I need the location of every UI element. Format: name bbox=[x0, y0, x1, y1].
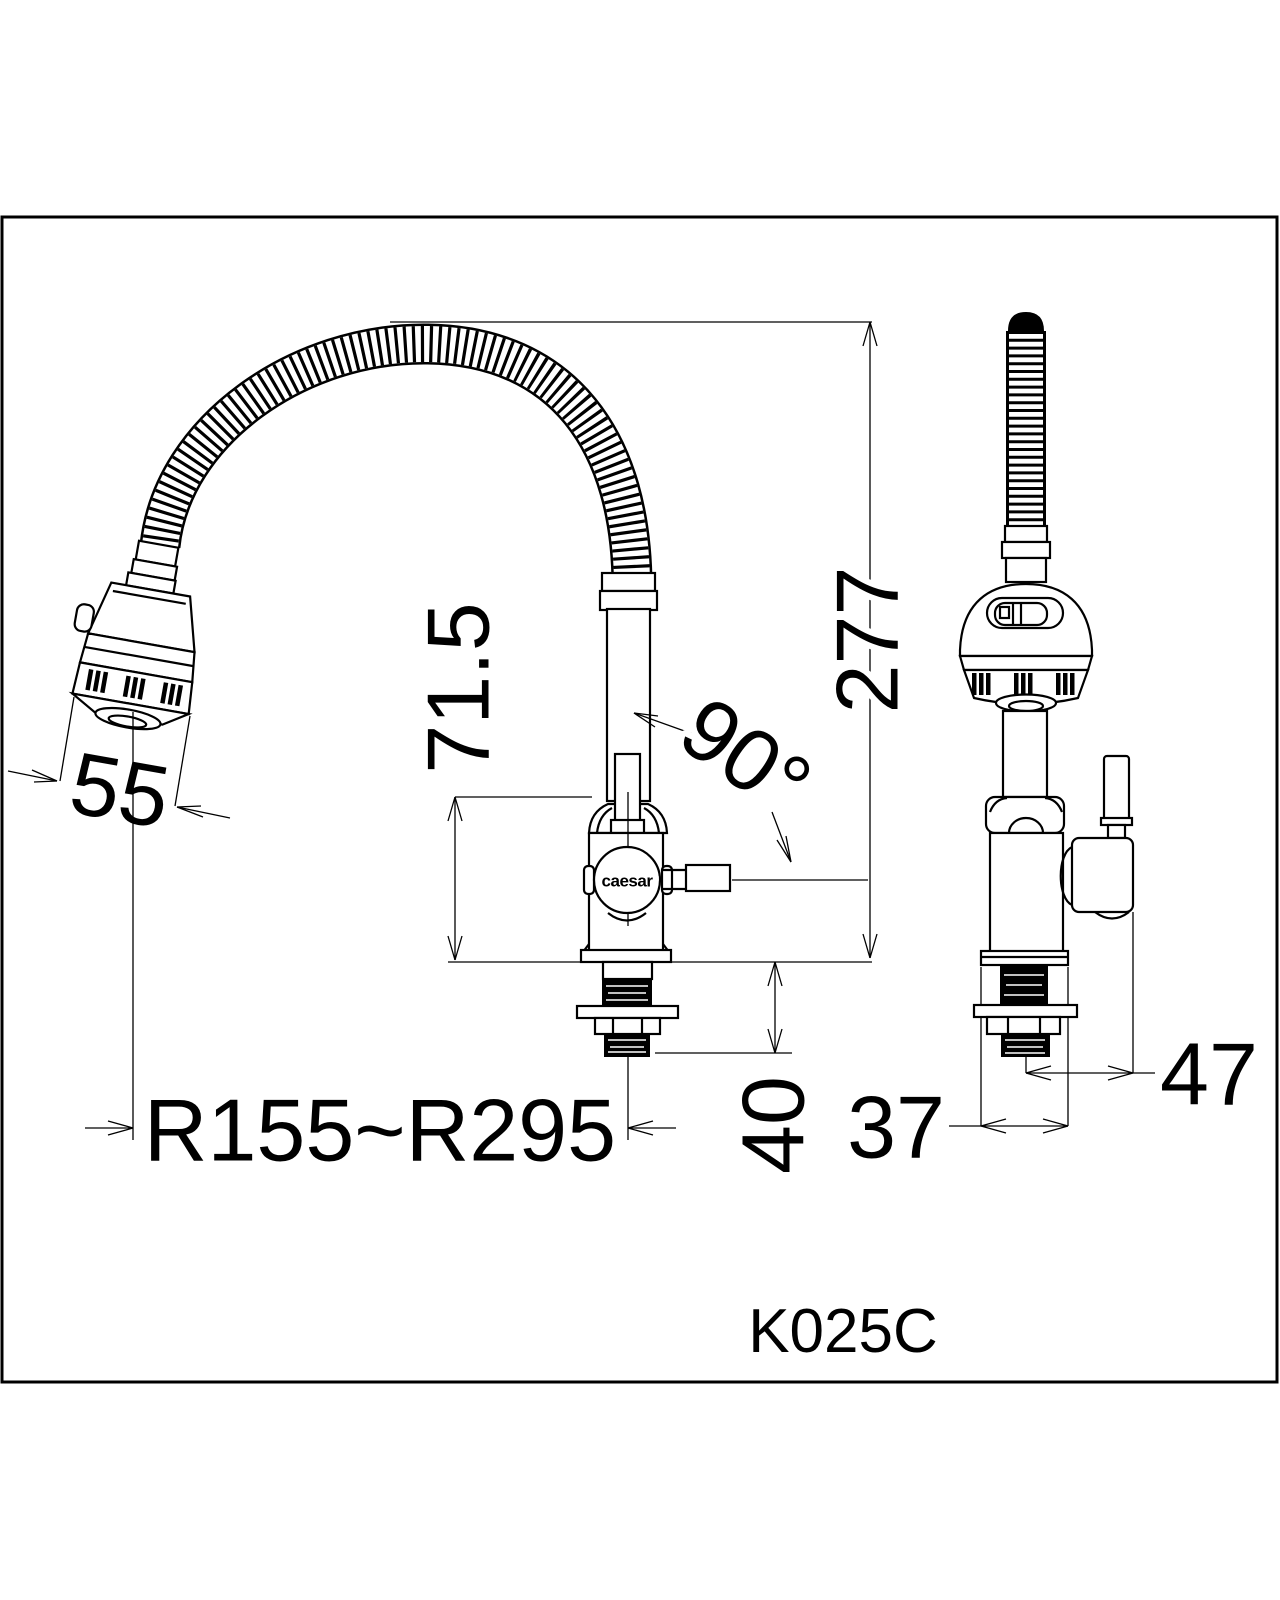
dome-wing-line bbox=[643, 807, 661, 834]
side-handle-block bbox=[1070, 836, 1135, 914]
flexible-hose-front bbox=[139, 323, 653, 595]
mounting-nut bbox=[985, 1015, 1062, 1036]
nozzle-cup bbox=[994, 693, 1058, 713]
handle-neck-curve bbox=[1059, 846, 1073, 906]
medallion-tab bbox=[582, 864, 596, 896]
head-mid-line bbox=[83, 645, 195, 668]
toggle-hole bbox=[998, 605, 1011, 620]
handle-block-dome bbox=[1094, 911, 1130, 920]
dim-label-37: 37 bbox=[847, 1078, 945, 1177]
hose-coupling-neck bbox=[1004, 556, 1048, 584]
mounting-nut bbox=[593, 1016, 662, 1036]
brand-medallion bbox=[592, 845, 662, 915]
head-vent-slots bbox=[85, 669, 184, 707]
dim-handle-offset: 47 bbox=[1025, 1019, 1264, 1130]
body-column bbox=[988, 831, 1065, 956]
dim-label-40: 40 bbox=[724, 1076, 823, 1174]
model-code-label: K025C bbox=[748, 1297, 938, 1366]
dim-base-width: 37 bbox=[841, 1072, 1069, 1183]
spray-head-side bbox=[958, 582, 1094, 713]
mounting-washer bbox=[972, 1003, 1079, 1019]
hose-coupling-band bbox=[1003, 524, 1049, 544]
neck-pipe bbox=[1001, 709, 1049, 799]
nozzle-ring bbox=[107, 714, 148, 729]
hose-top-cap bbox=[1008, 312, 1044, 331]
dome-wing-line bbox=[595, 807, 613, 834]
faucet-body-side bbox=[972, 709, 1135, 1126]
dim-label-radius-range: R155~R295 bbox=[144, 1081, 616, 1180]
head-vent-slots bbox=[972, 673, 1075, 695]
head-band bbox=[958, 654, 1094, 672]
brand-logo-text: caesar bbox=[602, 872, 654, 891]
front-view: caesar bbox=[68, 323, 732, 1057]
hex-nut-lobe bbox=[1007, 816, 1045, 834]
mounting-washer bbox=[575, 1004, 680, 1020]
hose-coupling-band bbox=[1000, 540, 1052, 560]
drawing-frame bbox=[0, 215, 1279, 1384]
side-view bbox=[958, 312, 1135, 1126]
pipe-coupling-band bbox=[600, 571, 657, 593]
hex-nut-lobe bbox=[1044, 796, 1064, 813]
dim-label-55: 55 bbox=[63, 733, 177, 847]
hex-nut-lobe bbox=[988, 796, 1008, 813]
shank-thread-lower bbox=[604, 1034, 650, 1057]
dim-bend-radius-range: R155~R295 bbox=[85, 712, 676, 1186]
medallion-under-cup bbox=[607, 912, 647, 922]
dim-label-277: 277 bbox=[818, 567, 917, 714]
dim-under-counter-depth: 40 bbox=[655, 961, 829, 1180]
side-handle-lever bbox=[1102, 754, 1131, 822]
shank-collar bbox=[601, 960, 654, 981]
dim-label-47: 47 bbox=[1160, 1025, 1258, 1124]
dim-body-height: 71.5 bbox=[403, 596, 592, 961]
pipe-coupling-band bbox=[598, 589, 659, 612]
head-cap-line bbox=[112, 589, 186, 605]
head-clip bbox=[73, 603, 95, 633]
flexible-hose-side bbox=[1006, 312, 1046, 526]
outlet-nozzle bbox=[684, 863, 732, 893]
side-handle-stem bbox=[1106, 823, 1127, 840]
medallion-tab bbox=[660, 864, 674, 896]
dim-label-71-5: 71.5 bbox=[409, 602, 508, 773]
base-plate bbox=[579, 948, 673, 964]
spray-head-front bbox=[68, 539, 196, 731]
dim-total-height: 277 bbox=[390, 321, 923, 959]
faucet-body-front: caesar bbox=[575, 571, 732, 1057]
dim-spray-head-width: 55 bbox=[7, 696, 231, 853]
